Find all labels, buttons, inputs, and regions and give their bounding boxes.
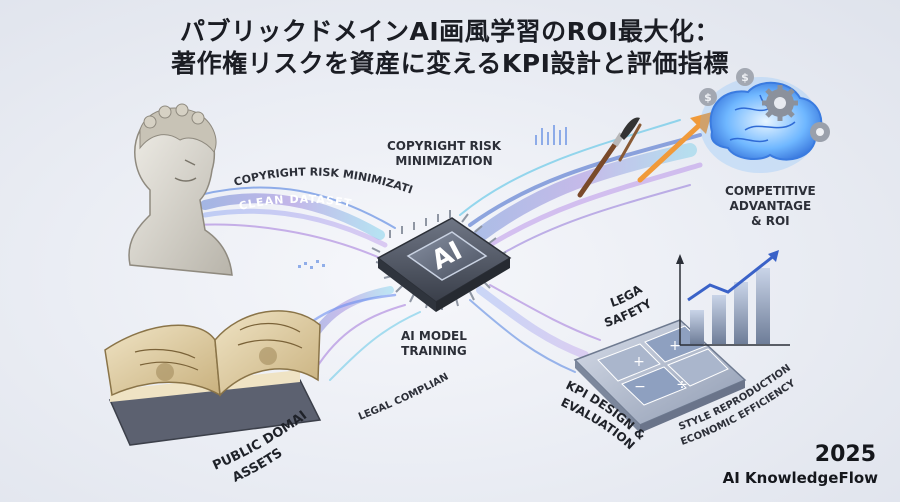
calc-symbol-minus: −: [634, 379, 646, 395]
calc-symbol-plus-top: +: [633, 354, 645, 370]
coin-dollar-icon: $: [699, 88, 717, 106]
chip-ai-text: AI: [427, 236, 467, 276]
svg-text:COPYRIGHT RISK MINIMIZATION: COPYRIGHT RISK MINIMIZATION: [0, 0, 414, 197]
svg-text:PUBLIC DOMAIN: PUBLIC DOMAIN: [0, 0, 310, 474]
footer-brand: AI KnowledgeFlow: [722, 469, 878, 487]
ai-model-label-line-2: TRAINING: [401, 344, 467, 358]
growth-arrow-icon: [637, 112, 712, 183]
copyright-risk-label: COPYRIGHT RISK MINIMIZATION: [387, 139, 501, 169]
bar-chart-icon: [676, 250, 790, 346]
coin-dollar-icon-2: $: [736, 68, 754, 86]
svg-text:CLEAN DATASET: CLEAN DATASET: [238, 193, 353, 213]
competitive-label-line-2: ADVANTAGE: [729, 199, 812, 213]
svg-text:LEGAL COMPLIANCE: LEGAL COMPLIANCE: [0, 0, 451, 423]
ai-model-label-line-1: AI MODEL: [401, 329, 467, 343]
calc-symbol-plus: +: [669, 338, 681, 354]
page-title-line-2: 著作権リスクを資産に変えるKPI設計と評価指標: [171, 49, 729, 78]
gear-icon: [762, 85, 798, 121]
paint-brush-small-icon: [618, 123, 642, 162]
public-domain-books: [104, 310, 322, 446]
footer-year: 2025: [814, 442, 876, 467]
competitive-label-line-3: & ROI: [751, 214, 790, 228]
calc-symbol-divide: ÷: [676, 377, 688, 393]
paint-brush-icon: [577, 117, 640, 198]
copyright-risk-label-line-1: COPYRIGHT RISK: [387, 139, 502, 153]
ai-model-training-label: AI MODEL TRAINING: [401, 329, 467, 359]
ai-chip: [371, 210, 512, 312]
page-title-line-1: パブリックドメインAI画風学習のROI最大化：: [180, 17, 720, 46]
classical-bust-statue: [128, 103, 233, 276]
public-domain-label-line-1: PUBLIC DOMAIN: [0, 0, 310, 474]
data-dots-decoration: [298, 125, 567, 269]
legal-safety-label-line-1: LEGAL: [0, 0, 645, 310]
copyright-risk-label-line-2: MINIMIZATION: [395, 154, 493, 168]
kpi-calculator-pad: [573, 319, 747, 433]
competitive-label-line-1: COMPETITIVE: [725, 184, 816, 198]
svg-text:$: $: [704, 91, 712, 104]
svg-text:$: $: [741, 71, 749, 84]
gear-small-icon: [810, 122, 830, 142]
competitive-advantage-label: COMPETITIVE ADVANTAGE & ROI: [725, 184, 816, 229]
style-reproduction-label-line-2: ECONOMIC EFFICIENCY: [679, 378, 798, 448]
data-flow-upper-right: [459, 119, 703, 256]
copyright-risk-minimization-curved-label: COPYRIGHT RISK MINIMIZATION: [0, 0, 414, 197]
clean-dataset-label: CLEAN DATASET: [238, 193, 352, 213]
svg-text:LEGAL: LEGAL: [0, 0, 645, 310]
svg-text:ECONOMIC EFFICIENCY: ECONOMIC EFFICIENCY: [679, 378, 798, 448]
legal-compliance-label: LEGAL COMPLIANCE: [0, 0, 451, 423]
data-flow-upper-left: [194, 186, 396, 259]
data-flow-lower-right: [469, 284, 601, 373]
